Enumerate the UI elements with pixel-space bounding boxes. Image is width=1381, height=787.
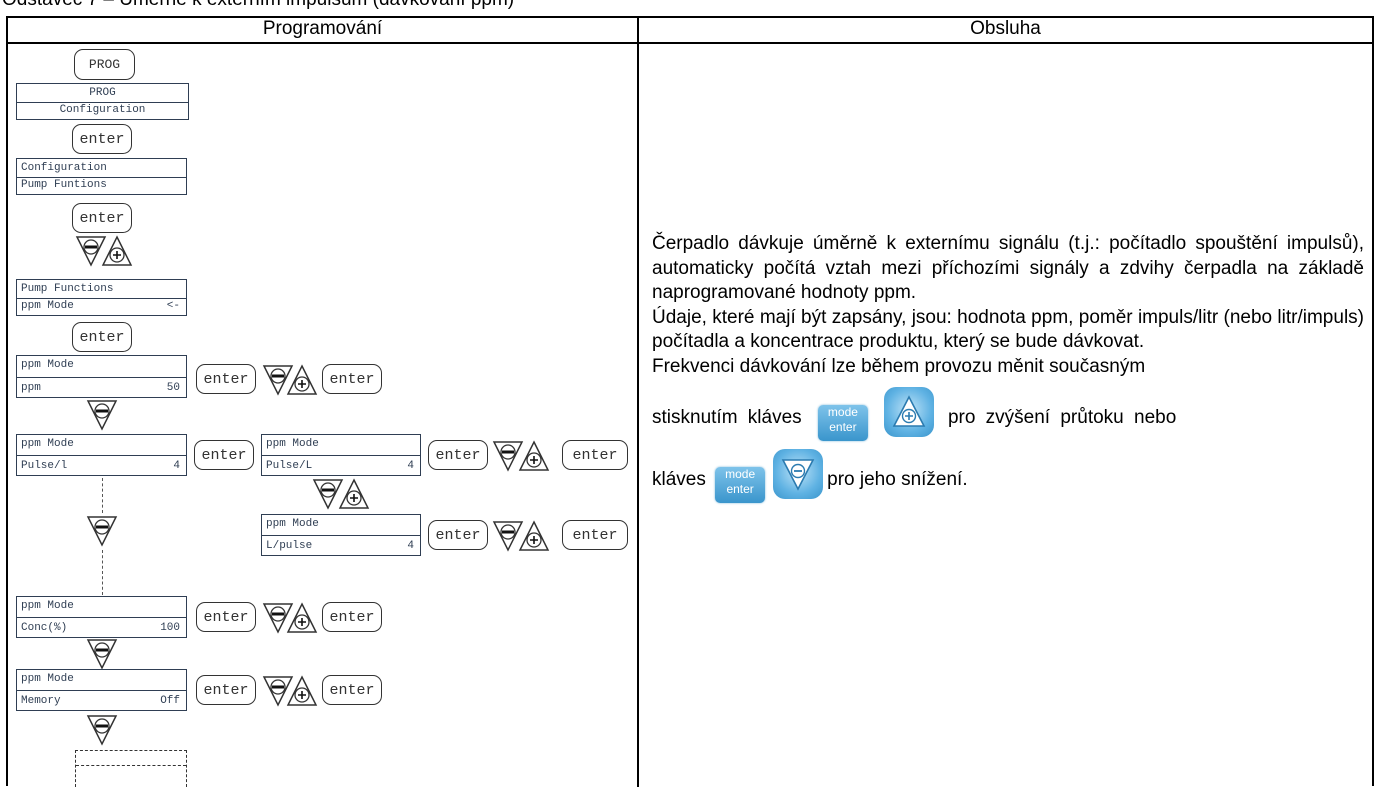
lcd-line2: Pump Funtions [21, 179, 107, 191]
plus-key-icon[interactable] [286, 602, 318, 634]
enter-key[interactable]: enter [196, 602, 256, 632]
enter-key[interactable]: enter [196, 675, 256, 705]
minus-key-icon[interactable] [492, 440, 524, 472]
lcd-line1: PROG [89, 87, 116, 99]
lcd-line1: ppm Mode [266, 438, 319, 450]
minus-key-icon[interactable] [86, 638, 118, 670]
minus-key-icon[interactable] [86, 714, 118, 746]
minus-key-icon[interactable] [262, 364, 294, 396]
column-header-programovani: Programování [262, 18, 383, 39]
plus-key-icon [883, 387, 934, 437]
plus-key-icon[interactable] [518, 520, 550, 552]
plus-key-icon[interactable] [338, 478, 370, 510]
lcd-prog-configuration: PROG Configuration [16, 83, 189, 120]
minus-key-icon[interactable] [86, 515, 118, 547]
operation-description: Čerpadlo dávkuje úměrně k externímu sign… [652, 232, 1364, 503]
lcd-line1: Configuration [21, 162, 107, 174]
minus-key-icon[interactable] [75, 235, 107, 267]
enter-key[interactable]: enter [72, 124, 132, 154]
minus-key-icon[interactable] [312, 478, 344, 510]
minus-key-icon[interactable] [262, 602, 294, 634]
enter-key[interactable]: enter [194, 440, 254, 470]
prog-key[interactable]: PROG [74, 49, 135, 80]
enter-key[interactable]: enter [196, 364, 256, 394]
plus-key-icon[interactable] [286, 675, 318, 707]
lcd-line1: ppm Mode [266, 518, 319, 530]
lcd-line1: ppm Mode [21, 359, 74, 371]
enter-key[interactable]: enter [322, 602, 382, 632]
next-screen-placeholder [75, 750, 187, 787]
lcd-line1: Pump Functions [21, 283, 114, 295]
lcd-pump-ppm-mode: Pump Functions ppm Mode<- [16, 279, 187, 316]
minus-key-icon [773, 449, 824, 499]
lcd-line2: Conc(%)100 [21, 622, 180, 634]
description-paragraph: Čerpadlo dávkuje úměrně k externímu sign… [652, 233, 1364, 303]
lcd-line1: ppm Mode [21, 673, 74, 685]
enter-key[interactable]: enter [562, 440, 628, 470]
section-title: Odstavec 7 – Úměrně k externím impulsům … [2, 0, 514, 11]
lcd-line2: Configuration [59, 104, 146, 116]
lcd-concentration: ppm Mode Conc(%)100 [16, 596, 187, 638]
description-paragraph: Frekvenci dávkování lze během provozu mě… [652, 355, 1146, 377]
lcd-line1: ppm Mode [21, 438, 74, 450]
enter-key[interactable]: enter [562, 520, 628, 550]
minus-key-icon[interactable] [262, 675, 294, 707]
lcd-line1: ppm Mode [21, 600, 74, 612]
minus-key-icon[interactable] [86, 399, 118, 431]
column-divider [637, 16, 639, 787]
plus-key-icon[interactable] [518, 440, 550, 472]
enter-key[interactable]: enter [322, 364, 382, 394]
minus-key-icon[interactable] [492, 520, 524, 552]
lcd-configuration-pump: Configuration Pump Funtions [16, 158, 187, 195]
lcd-line2: ppm Mode<- [21, 300, 180, 312]
enter-key[interactable]: enter [428, 440, 488, 470]
enter-key[interactable]: enter [72, 322, 132, 352]
enter-key[interactable]: enter [428, 520, 488, 550]
enter-key[interactable]: enter [72, 203, 132, 233]
description-paragraph: Údaje, které mají být zapsány, jsou: hod… [652, 306, 1364, 353]
plus-key-icon[interactable] [101, 235, 133, 267]
enter-key[interactable]: enter [322, 675, 382, 705]
flow-connector [102, 478, 103, 513]
column-header-obsluha: Obsluha [970, 18, 1041, 39]
procedure-table [6, 16, 1374, 786]
header-rule [6, 42, 1374, 44]
flow-connector [102, 550, 103, 595]
plus-key-icon[interactable] [286, 364, 318, 396]
